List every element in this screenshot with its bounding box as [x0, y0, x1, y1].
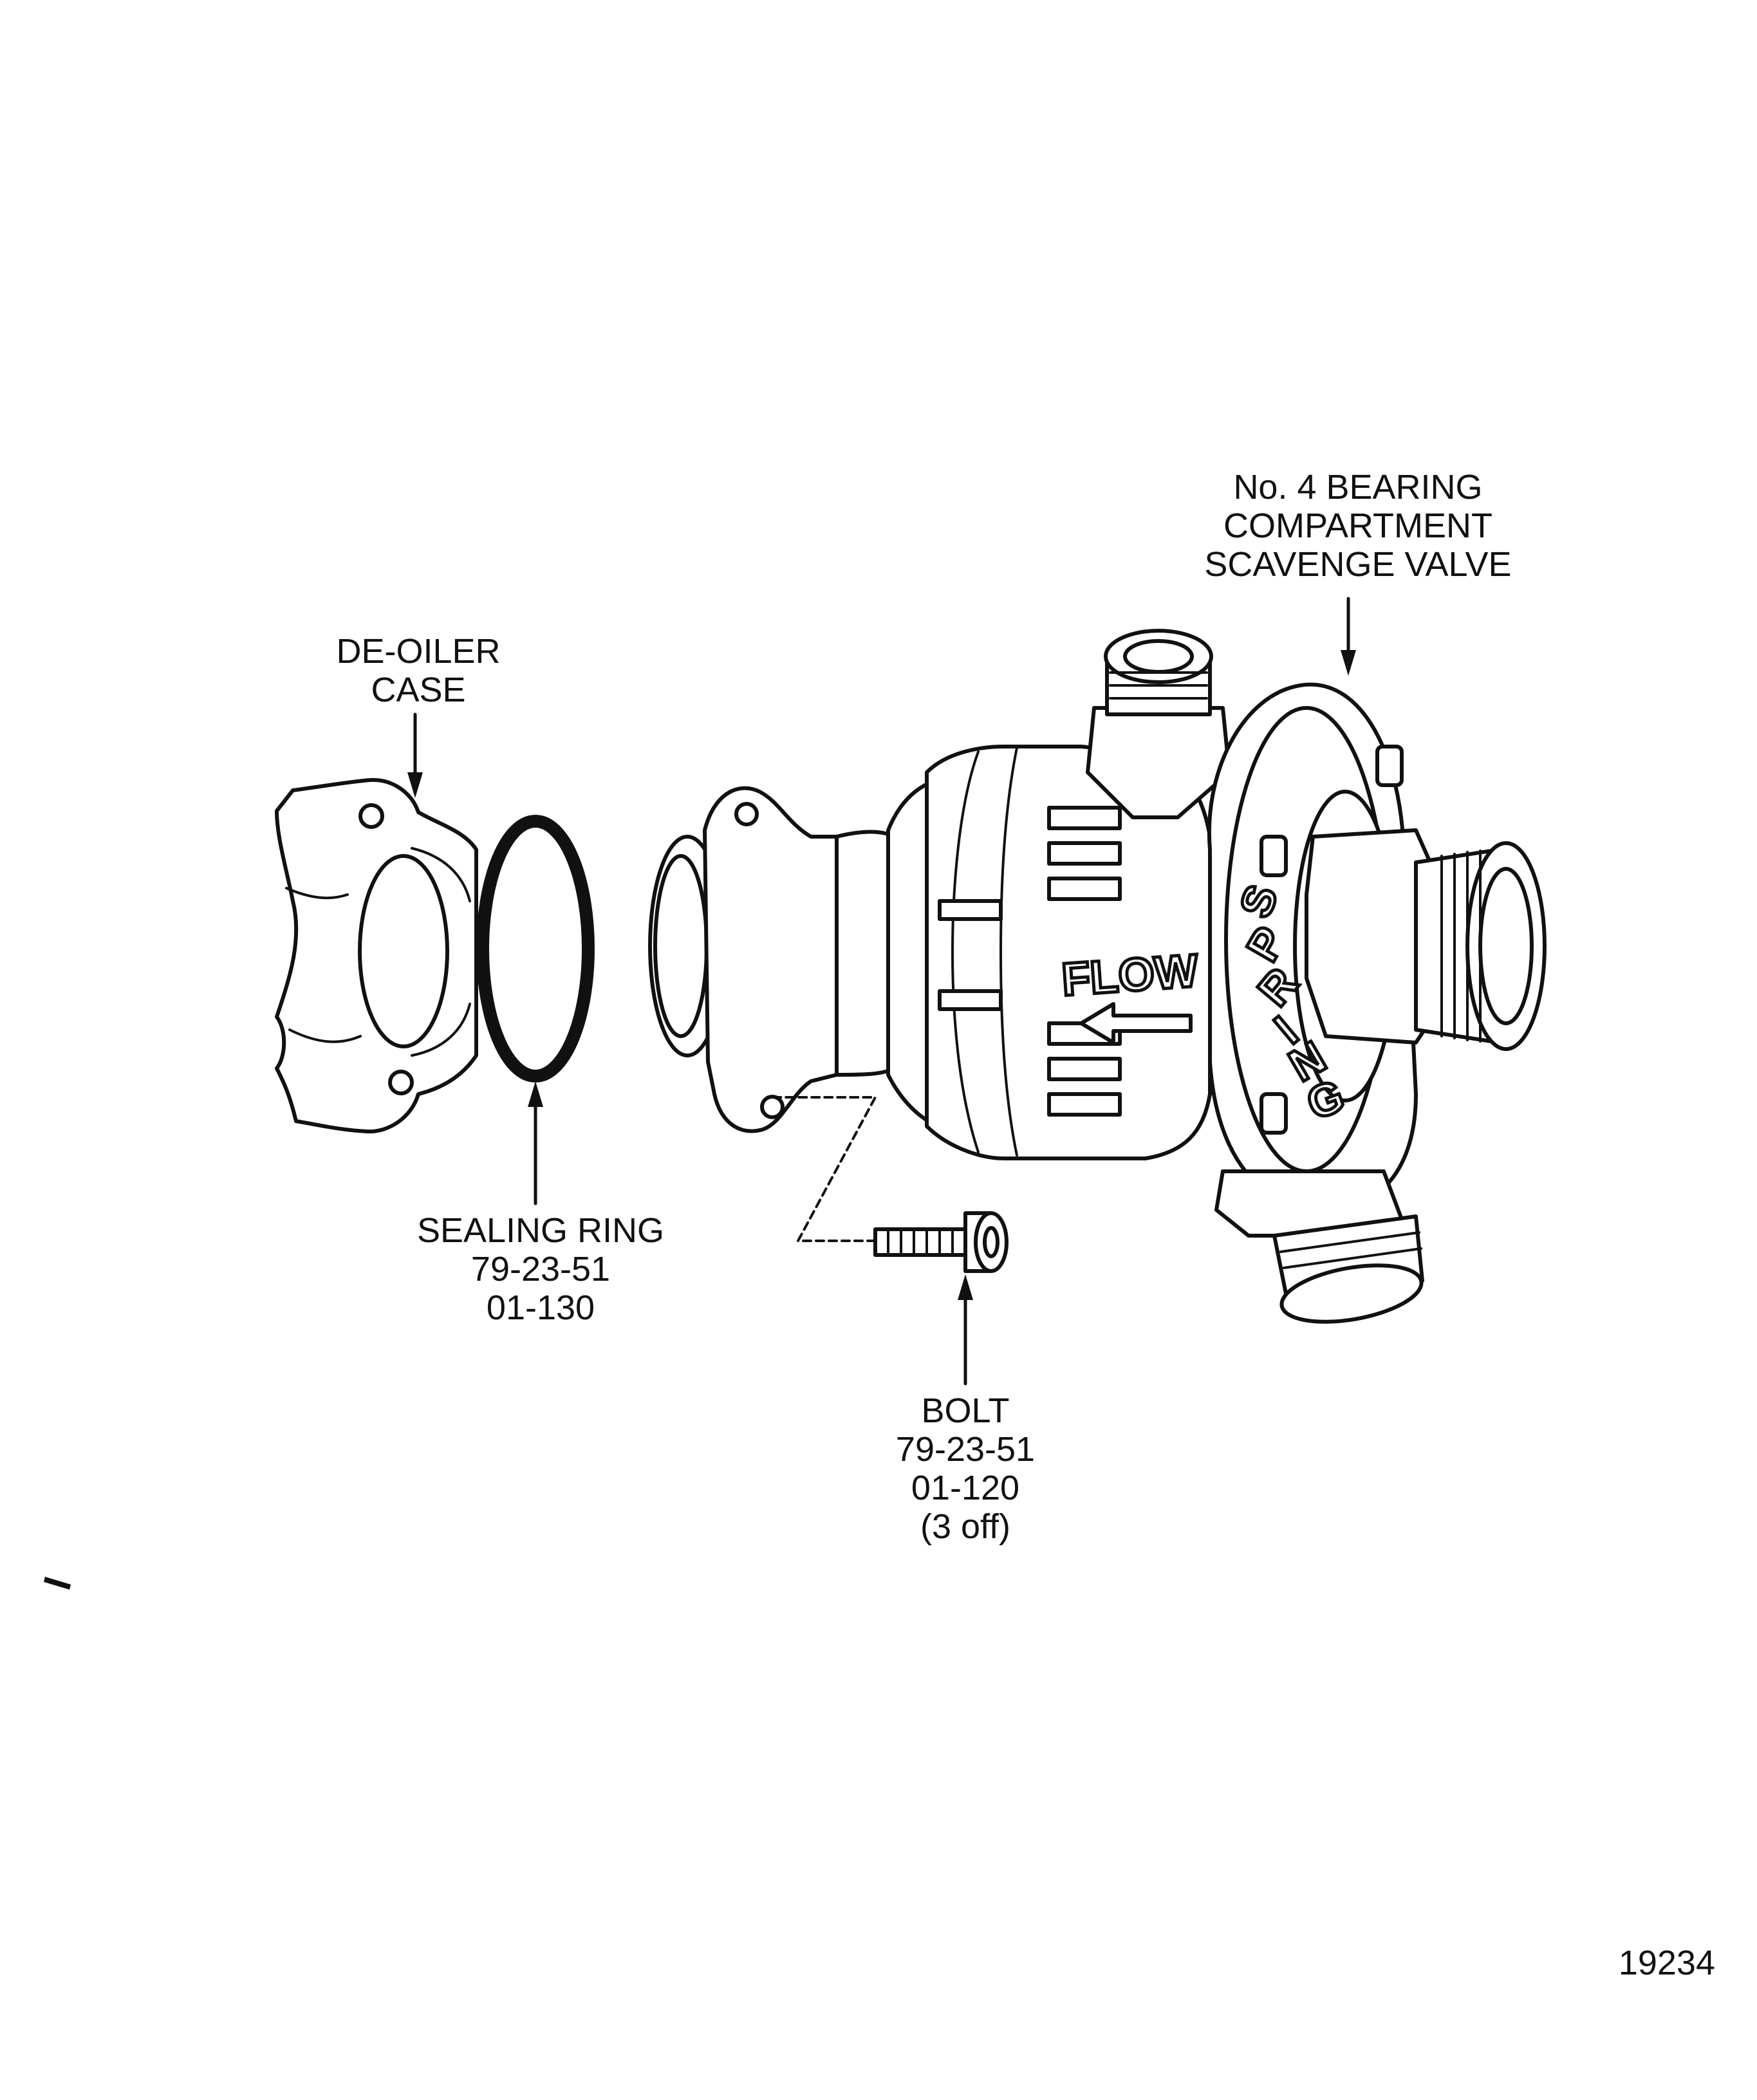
svg-text:No. 4 BEARING: No. 4 BEARING — [1233, 468, 1482, 506]
label-bolt: BOLT 79-23-51 01-120 (3 off) — [896, 1391, 1035, 1546]
svg-text:(3 off): (3 off) — [920, 1507, 1010, 1546]
leader-lines — [407, 597, 1356, 1386]
sealing-ring — [476, 815, 595, 1083]
top-fitting — [1086, 629, 1231, 819]
svg-text:01-120: 01-120 — [911, 1469, 1019, 1507]
svg-text:SCAVENGE VALVE: SCAVENGE VALVE — [1204, 545, 1511, 584]
svg-text:SEALING RING: SEALING RING — [417, 1211, 664, 1250]
flow-arrow-icon — [1079, 1002, 1193, 1045]
scavenge-valve-body: FLOW — [886, 745, 1212, 1160]
svg-text:CASE: CASE — [371, 671, 465, 709]
label-scavenge-valve: No. 4 BEARING COMPARTMENT SCAVENGE VALVE — [1204, 468, 1511, 584]
outlet-fitting — [1305, 828, 1547, 1051]
svg-text:COMPARTMENT: COMPARTMENT — [1223, 506, 1492, 545]
bottom-fitting — [1214, 1169, 1424, 1324]
svg-text:DE-OILER: DE-OILER — [336, 632, 500, 671]
bolt — [873, 1211, 1009, 1273]
flange-stud-icon — [1260, 745, 1404, 1135]
label-sealing-ring: SEALING RING 79-23-51 01-130 — [417, 1211, 664, 1327]
figure-number: 19234 — [1619, 1944, 1715, 1982]
stray-mark — [44, 1577, 71, 1590]
svg-text:01-130: 01-130 — [487, 1288, 595, 1327]
de-oiler-case — [275, 777, 478, 1134]
svg-text:79-23-51: 79-23-51 — [896, 1430, 1035, 1469]
flanged-adapter — [648, 786, 897, 1133]
flow-marking: FLOW — [1060, 945, 1200, 1006]
label-de-oiler-case: DE-OILER CASE — [336, 632, 500, 709]
svg-text:79-23-51: 79-23-51 — [471, 1250, 610, 1288]
svg-text:BOLT: BOLT — [921, 1391, 1009, 1430]
